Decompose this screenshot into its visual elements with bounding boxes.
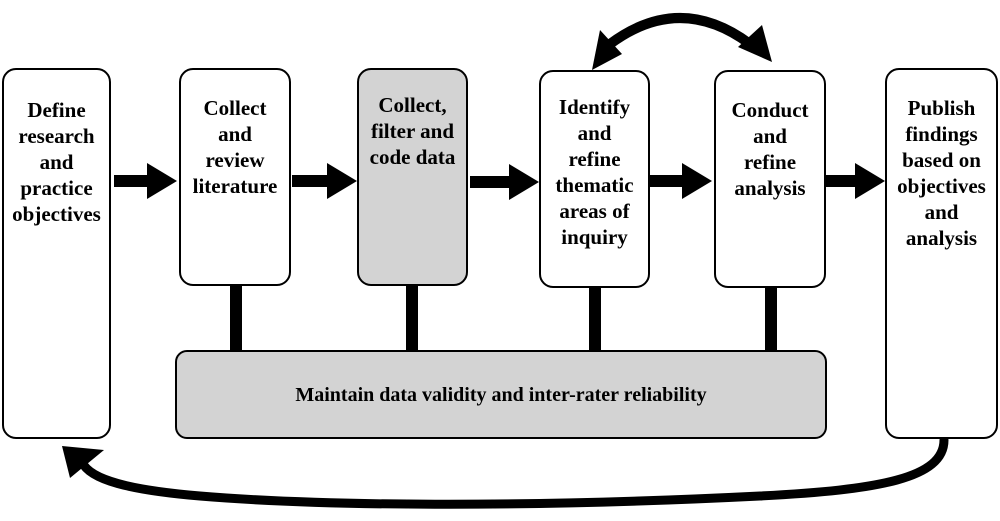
arrow-collect-filter-to-identify [470, 164, 539, 200]
step-label-line: Collect, [378, 93, 447, 117]
connector-collect-review-validity [230, 286, 242, 352]
arrow-conduct-to-publish [826, 163, 885, 199]
step-label-line: and [753, 124, 787, 148]
double-arrow-identify-conduct [592, 13, 772, 70]
connector-identify-validity [589, 288, 601, 352]
step-label-line: objectives [12, 202, 101, 226]
validity-bar: Maintain data validity and inter-rater r… [175, 350, 827, 439]
step-label-line: filter and [370, 119, 455, 143]
step-label-line: refine [568, 147, 621, 171]
step-label-line: analysis [905, 226, 978, 250]
connector-conduct-validity [765, 288, 777, 352]
step-label-line: inquiry [561, 225, 628, 249]
step-label-line: refine [743, 150, 797, 174]
step-label-line: and [577, 121, 612, 145]
step-label-line: review [205, 148, 265, 172]
step-label-line: areas of [559, 199, 630, 223]
step-label-line: Conduct [731, 98, 809, 122]
arrow-collect-review-to-collect-filter [292, 163, 357, 199]
step-label-line: Identify [558, 95, 631, 119]
step-label-line: Collect [203, 96, 267, 120]
connector-collect-filter-validity [406, 286, 418, 352]
validity-bar-label: Maintain data validity and inter-rater r… [295, 383, 707, 406]
step-label-line: and [924, 200, 959, 224]
step-label-line: and [39, 150, 74, 174]
step-label-line: and [218, 122, 252, 146]
step-label-line: research [18, 124, 95, 148]
step-label-line: based on [902, 148, 981, 172]
step-label-line: Publish [907, 96, 976, 120]
step-label-line: analysis [734, 176, 806, 200]
arrow-identify-to-conduct [649, 163, 712, 199]
step-label-line: literature [192, 174, 278, 198]
step-label-line: Define [27, 98, 86, 122]
step-label-line: practice [20, 176, 93, 200]
step-label-line: objectives [897, 174, 986, 198]
step-label-line: findings [905, 122, 978, 146]
feedback-arrow-publish-to-define [62, 435, 949, 509]
step-label-line: code data [369, 145, 456, 169]
step-label-line: thematic [555, 173, 634, 197]
arrow-define-to-collect-review [114, 163, 177, 199]
